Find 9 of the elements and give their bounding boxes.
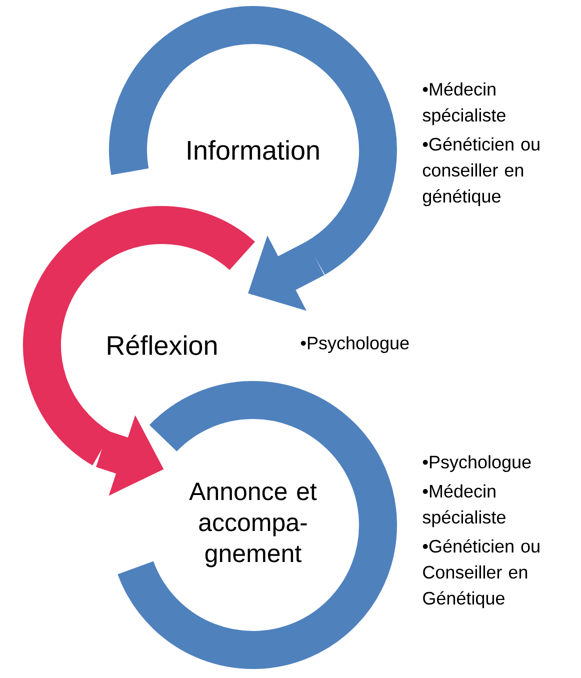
- bullet-item: •Médecin spécialiste: [422, 484, 506, 528]
- bullet-item: •Médecin spécialiste: [422, 82, 506, 126]
- bullet-item: •Psychologue: [300, 336, 409, 353]
- circular-band: Information: [109, 6, 397, 274]
- circular-band: Annonce et accompa- gnement: [118, 381, 397, 669]
- bullet-item: •Généticien ou conseiller en génétique: [422, 137, 540, 206]
- circular-band: Réflexion: [23, 206, 254, 466]
- bullet-item: •Généticien ou Conseiller en Génétique: [422, 539, 540, 608]
- bullet-item: •Psychologue: [422, 455, 531, 472]
